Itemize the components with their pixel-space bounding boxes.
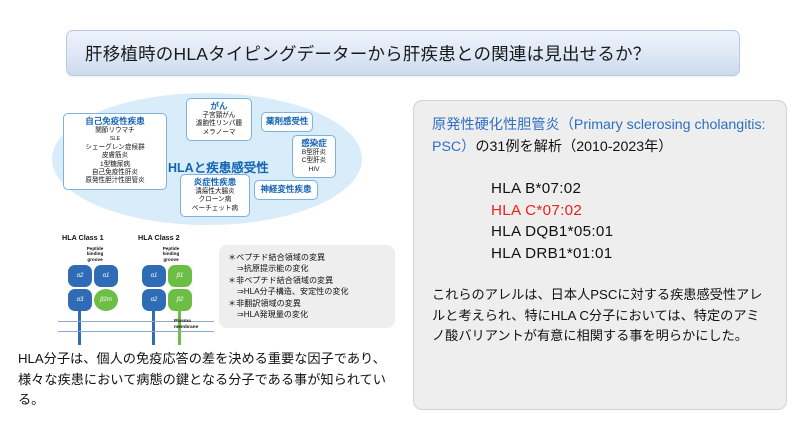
disease-box-cancer: がん 子宮頸がん 濾胞性リンパ腫 メラノーマ (186, 98, 252, 142)
hla-class2-title: HLA Class 2 (138, 233, 180, 242)
psc-conclusion-paragraph: これらのアレルは、日本人PSCに対する疾患感受性アレルと考えられ、特にHLA C… (432, 287, 763, 343)
hla-disease-susceptibility-label: HLAと疾患感受性 (168, 161, 269, 175)
disease-item: 自己免疫性肝炎 (91, 169, 139, 177)
disease-item: B型肝炎 (301, 149, 327, 156)
disease-item: 濾胞性リンパ腫 (195, 120, 243, 128)
hla-allele-list: HLA B*07:02 HLA C*07:02 HLA DQB1*05:01 H… (432, 178, 769, 264)
domain-alpha2-class2: α2 (142, 289, 166, 311)
variant-note: ⇒HLA発現量の変化 (237, 310, 309, 320)
slide-title-banner: 肝移植時のHLAタイピングデーターから肝疾患との関連は見出せるか？ (66, 30, 740, 76)
variant-effects-box: ＊ペプチド結合領域の変異 ⇒抗原提示能の変化 ＊非ペプチド結合領域の変異 ⇒HL… (219, 245, 395, 329)
disease-item: SLE (109, 136, 121, 143)
allele-item-highlighted: HLA C*07:02 (491, 201, 583, 219)
variant-note: ⇒抗原提示能の変化 (237, 264, 309, 274)
page-title: 肝移植時のHLAタイピングデーターから肝疾患との関連は見出せるか？ (85, 43, 651, 64)
domain-alpha1-class1: α1 (94, 265, 118, 287)
disease-item: メラノーマ (202, 128, 236, 136)
disease-box-title: 自己免疫性疾患 (85, 116, 145, 126)
disease-item: 潰瘍性大腸炎 (195, 188, 235, 195)
allele-item: HLA DQB1*05:01 (491, 223, 614, 240)
disease-item: 子宮頸がん (202, 112, 236, 119)
disease-item: 原発性胆汁性胆管炎 (85, 177, 145, 185)
disease-box-title: 感染症 (301, 138, 327, 148)
disease-box-inflammatory: 炎症性疾患 潰瘍性大腸炎 クローン病 ベーチェット病 (180, 174, 250, 218)
variant-note: ⇒HLA分子構造、安定性の変化 (237, 287, 349, 297)
plasma-membrane-line-top (58, 321, 214, 322)
disease-item: HIV (308, 165, 320, 173)
variant-note: ＊ペプチド結合領域の変異 (228, 253, 326, 262)
domain-beta2-class2: β2 (168, 289, 192, 311)
psc-analysis-heading: 原発性硬化性胆管炎（Primary sclerosing cholangitis… (432, 115, 769, 158)
hla-description-paragraph: HLA分子は、個人の免疫応答の差を決める重要な因子であり、様々な疾患において病態… (18, 351, 386, 407)
disease-item: C型肝炎 (301, 157, 327, 165)
stalk-class2-alpha (152, 311, 155, 345)
left-content-panel: HLAと疾患感受性 自己免疫性疾患 関節リウマチ SLE シェーグレン症候群 皮… (0, 85, 410, 430)
domain-alpha1-class2: α1 (142, 265, 166, 287)
variant-note: ＊非翻訳領域の変異 (228, 298, 301, 308)
disease-box-drug-sensitivity: 薬剤感受性 (261, 112, 313, 132)
disease-item: シェーグレン症候群 (85, 143, 145, 151)
disease-box-neurodegenerative: 神経変性疾患 (254, 180, 318, 200)
plasma-membrane-line-bottom (58, 331, 214, 332)
allele-item: HLA DRB1*01:01 (491, 244, 613, 262)
disease-item: 関節リウマチ (95, 127, 135, 134)
disease-box-title: 炎症性疾患 (193, 177, 237, 187)
psc-heading-disease-name: 原発性硬化性胆管炎（Primary sclerosing cholangitis… (432, 117, 766, 155)
hla-class1-title: HLA Class 1 (62, 233, 104, 242)
stalk-class1 (78, 311, 81, 345)
disease-item: 1型糖尿病 (99, 160, 131, 168)
stalk-class2-beta (178, 311, 181, 345)
disease-box-infection: 感染症 B型肝炎 C型肝炎 HIV (292, 135, 336, 179)
disease-box-title: 神経変性疾患 (260, 184, 312, 194)
allele-item: HLA B*07:02 (491, 180, 582, 197)
domain-beta2m-class1: β2m (94, 289, 118, 311)
disease-item: クローン病 (198, 196, 232, 204)
disease-box-title: 薬剤感受性 (266, 116, 309, 126)
disease-box-title: がん (210, 101, 228, 111)
domain-alpha3-class1: α3 (68, 289, 92, 311)
psc-results-panel: 原発性硬化性胆管炎（Primary sclerosing cholangitis… (413, 100, 787, 410)
domain-beta1-class2: β1 (168, 265, 192, 287)
variant-note: ＊非ペプチド結合領域の変異 (228, 275, 334, 285)
disease-box-autoimmune: 自己免疫性疾患 関節リウマチ SLE シェーグレン症候群 皮膚筋炎 1型糖尿病 … (63, 113, 167, 190)
disease-item: ベーチェット病 (191, 204, 239, 212)
disease-item: 皮膚筋炎 (101, 152, 129, 160)
psc-heading-case-count: の31例を解析（2010-2023年） (475, 138, 673, 155)
domain-alpha2-class1: α2 (68, 265, 92, 287)
